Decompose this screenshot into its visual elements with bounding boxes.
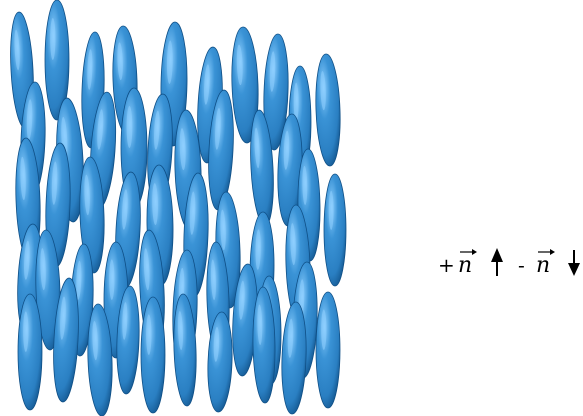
- arrow-up-icon: [491, 248, 503, 276]
- molecule-highlight: [329, 191, 334, 230]
- molecule-ellipsoid: [314, 54, 342, 167]
- molecule-highlight: [127, 106, 133, 148]
- molecule-highlight: [321, 309, 326, 350]
- molecule-group: [8, 0, 346, 416]
- molecule-ellipsoid: [316, 292, 340, 408]
- molecule-ellipsoid: [280, 302, 308, 415]
- molecule-ellipsoid: [18, 294, 42, 410]
- minus-sign: -: [518, 253, 525, 277]
- molecule-highlight: [146, 314, 151, 355]
- director-n-plus: n: [458, 253, 472, 278]
- arrow-down-icon: [568, 250, 580, 276]
- director-n-minus: n: [536, 253, 550, 278]
- director-legend: + n - n: [438, 248, 580, 278]
- molecule-highlight: [23, 311, 28, 352]
- molecule-highlight: [109, 259, 114, 300]
- molecule-ellipsoid: [324, 174, 346, 286]
- molecule-ellipsoid: [141, 297, 165, 413]
- molecule-highlight: [50, 18, 55, 60]
- plus-sign: +: [438, 253, 455, 277]
